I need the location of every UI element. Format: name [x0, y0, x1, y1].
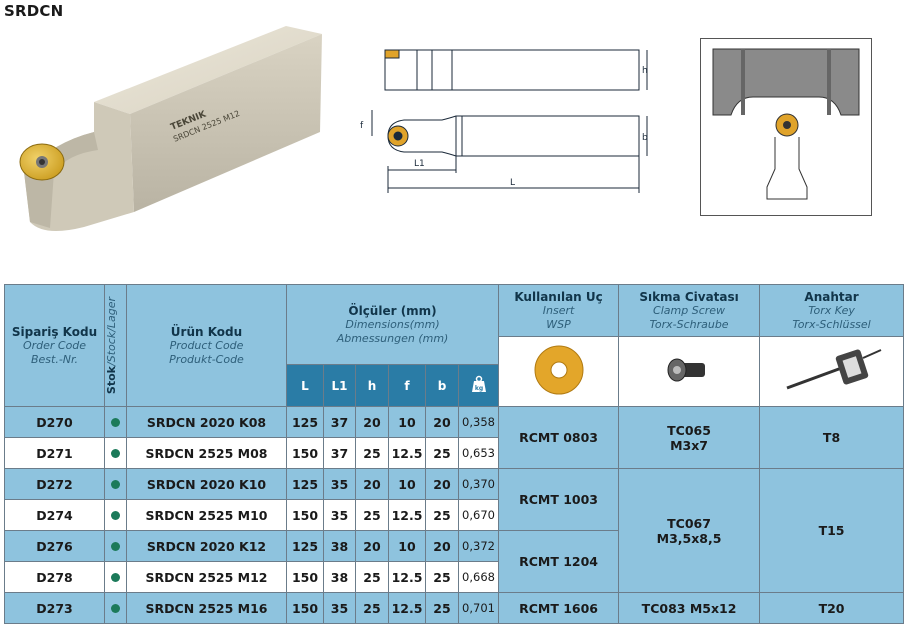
col-weight: kg: [457, 364, 500, 407]
kg-weight-icon: kg: [471, 375, 486, 392]
header-dimensions: Ölçüler (mm) Dimensions(mm) Abmessungen …: [285, 284, 500, 365]
tool-holder-photo: TEKNIK SRDCN 2525 M12: [19, 26, 322, 231]
table-row: D272 SRDCN 2020 K10 125 35 20 10 20 0,37…: [4, 468, 905, 593]
key-t20: T20: [759, 592, 905, 624]
dim-label-l1: L1: [414, 159, 425, 169]
col-l: L: [286, 364, 324, 407]
table-row: D271 SRDCN 2525 M08 150 37 25 12.5 25 0,…: [4, 437, 904, 469]
table-row: D273 SRDCN 2525 M16 150 35 25 12.5 25 0,…: [4, 592, 905, 624]
header-product-code: Ürün Kodu Product Code Produkt-Code: [126, 284, 287, 407]
col-b: b: [425, 364, 459, 407]
header-torx-key: Anahtar Torx Key Torx-Schlüssel: [759, 284, 905, 337]
in-stock-dot: [111, 510, 120, 520]
in-stock-dot: [111, 572, 120, 582]
dim-label-h: h: [642, 66, 648, 76]
cross-section-view: [700, 38, 872, 216]
table-row: D274 SRDCN 2525 M10 150 35 25 12.5 25 0,…: [4, 499, 904, 531]
insert-rcmt1606: RCMT 1606: [498, 592, 620, 624]
insert-rcmt0803: RCMT 0803: [498, 406, 620, 469]
header-stock: Stok/Stock/Lager: [104, 284, 127, 407]
dim-label-l: L: [510, 178, 515, 188]
col-l1: L1: [323, 364, 356, 407]
col-h: h: [355, 364, 389, 407]
in-stock-dot: [111, 479, 120, 489]
key-t8: T8: [759, 406, 905, 469]
product-table: Sipariş Kodu Order Code Best.-Nr. Stok/S…: [4, 284, 905, 624]
in-stock-dot: [111, 448, 120, 458]
dim-label-f: f: [360, 121, 364, 131]
svg-text:kg: kg: [474, 385, 482, 392]
page-title: SRDCN: [4, 2, 64, 20]
table-row: D278 SRDCN 2525 M12 150 38 25 12.5 25 0,…: [4, 561, 904, 593]
dim-label-b: b: [642, 133, 648, 143]
clamp-screw-image: [618, 336, 761, 407]
insert-rcmt1003: RCMT 1003: [498, 468, 620, 531]
col-f: f: [388, 364, 426, 407]
in-stock-dot: [111, 417, 120, 427]
header-insert: Kullanılan Uç Insert WSP: [498, 284, 620, 337]
header-clamp-screw: Sıkma Civatası Clamp Screw Torx-Schraube: [618, 284, 761, 337]
in-stock-dot: [111, 541, 120, 551]
key-t15: T15: [759, 468, 905, 593]
in-stock-dot: [111, 603, 120, 613]
screw-tc083: TC083 M5x12: [618, 592, 761, 624]
dimension-drawing: h b f L1 L: [360, 49, 648, 193]
table-row: D270 SRDCN 2020 K08 125 37 20 10 20 0,35…: [4, 406, 905, 469]
torx-key-image: [759, 336, 905, 407]
insert-image: [498, 336, 620, 407]
insert-rcmt1204: RCMT 1204: [498, 530, 620, 593]
table-row: D276 SRDCN 2020 K12 125 38 20 10 20 0,37…: [4, 530, 904, 593]
header-order-code: Sipariş Kodu Order Code Best.-Nr.: [4, 284, 105, 407]
